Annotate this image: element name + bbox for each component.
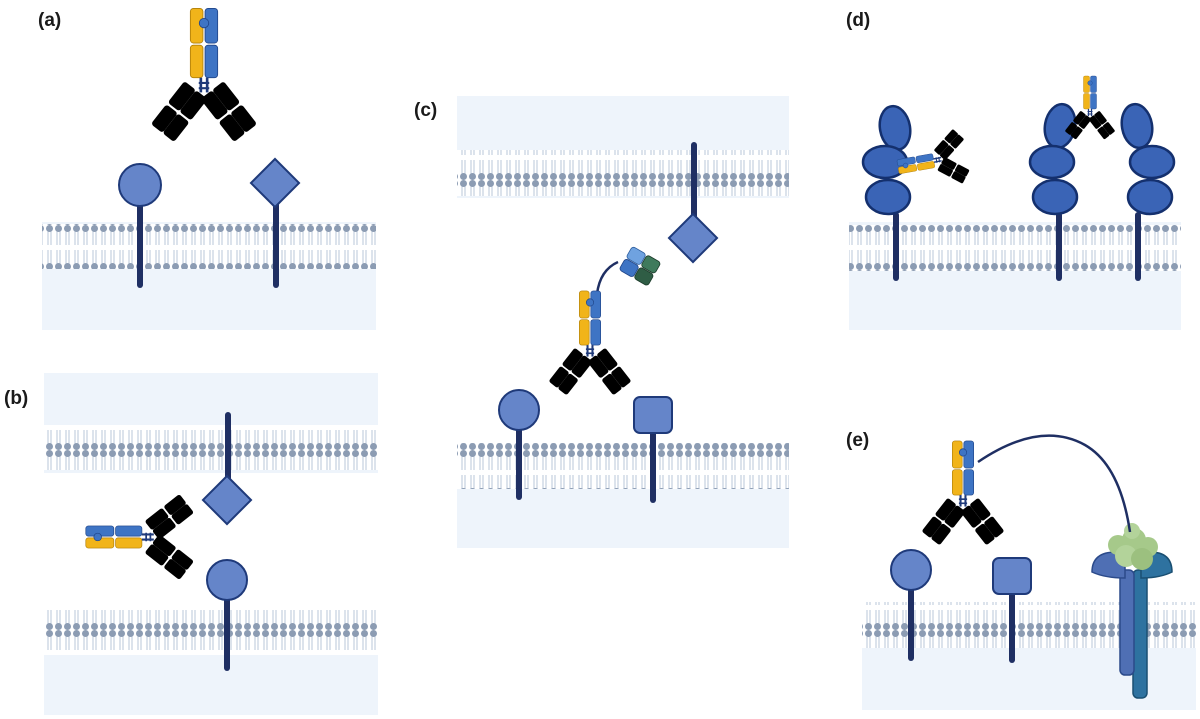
- multidomain-receptor-icon: [1120, 102, 1176, 281]
- receptor-circle-icon: [498, 389, 540, 431]
- panel-b-label: (b): [4, 388, 28, 409]
- cell-membrane-icon: [44, 608, 378, 653]
- receptor-square-icon: [633, 396, 673, 434]
- receptor-diamond-icon: [201, 474, 253, 526]
- receptor-diamond-icon: [249, 157, 301, 209]
- panel-a-label: (a): [38, 10, 61, 31]
- linker: [595, 260, 619, 295]
- multidomain-receptor-icon: [1028, 102, 1079, 281]
- cell-membrane-icon: [457, 443, 789, 489]
- bispecific-antibody-icon: [920, 439, 1006, 547]
- cell-membrane-icon: [849, 225, 1181, 271]
- panel-d-label: (d): [846, 10, 870, 31]
- panel-e-label: (e): [846, 430, 869, 451]
- scfv-icon: [619, 246, 661, 286]
- receptor-circle-icon: [890, 549, 932, 591]
- cytoplasm-bottom: [457, 488, 789, 548]
- panel-c: (c): [414, 96, 789, 548]
- receptor-square-icon: [992, 557, 1032, 595]
- antibody-icon: [84, 492, 196, 582]
- receptor-circle-icon: [206, 559, 248, 601]
- cell-membrane-icon: [44, 425, 378, 470]
- cytoplasm-bottom: [44, 655, 378, 715]
- bispecific-antibody-icon: [547, 289, 633, 397]
- panel-a: (a): [38, 7, 376, 330]
- antigen-blob-icon: [1108, 523, 1158, 570]
- receptor-diamond-icon: [667, 212, 719, 264]
- cell-membrane-icon: [42, 224, 376, 269]
- antibody-icon: [1064, 75, 1116, 141]
- antibody-icon: [149, 7, 259, 144]
- panel-e: (e): [846, 430, 1196, 710]
- linker: [977, 434, 1132, 533]
- receptor-circle-icon: [118, 163, 162, 207]
- panel-c-label: (c): [414, 100, 437, 121]
- panel-d: (d): [846, 10, 1181, 330]
- cell-membrane-icon: [457, 150, 789, 196]
- multidomain-receptor-icon: [861, 104, 912, 281]
- panel-b: (b): [4, 373, 378, 715]
